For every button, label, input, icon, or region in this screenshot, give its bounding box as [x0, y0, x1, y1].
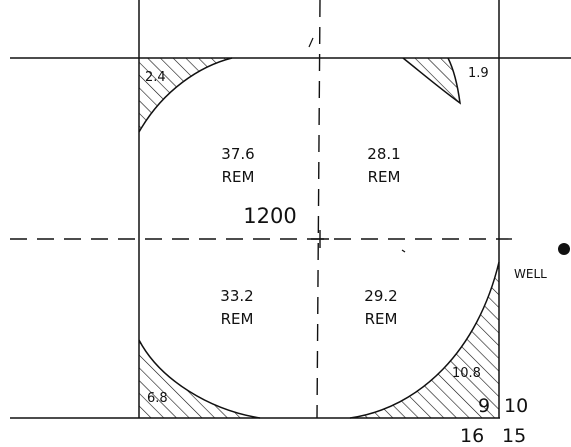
corner-value-sw: 6.8 — [147, 391, 168, 406]
corner-value-se: 10.8 — [452, 366, 481, 381]
quarter-lines — [10, 0, 512, 419]
section-lines — [10, 0, 571, 419]
center-crosshair — [311, 230, 329, 248]
quarter-ne-value: 28.1 — [367, 145, 400, 163]
section-number-15: 15 — [502, 425, 526, 447]
stray-mark-top — [308, 37, 314, 48]
section-number-16: 16 — [460, 425, 484, 447]
well-label: WELL — [514, 267, 547, 281]
quarter-sw-suffix: REM — [221, 310, 254, 328]
quarter-nw-value: 37.6 — [221, 145, 254, 163]
section-number-9: 9 — [478, 395, 490, 417]
hatched-corner-nw — [139, 58, 232, 132]
quarter-nw-suffix: REM — [222, 168, 255, 186]
hatched-corner-sw — [139, 340, 260, 418]
corner-value-ne: 1.9 — [468, 66, 489, 81]
circle-boundary — [138, 57, 500, 419]
well-marker — [558, 243, 570, 255]
stray-mark-center — [401, 249, 406, 253]
quarter-se-suffix: REM — [365, 310, 398, 328]
quarter-sw-value: 33.2 — [220, 287, 253, 305]
corner-value-nw: 2.4 — [145, 70, 166, 85]
hatched-corner-se — [350, 262, 499, 418]
center-label: 1200 — [243, 204, 296, 228]
quarter-ne-suffix: REM — [368, 168, 401, 186]
quarter-se-value: 29.2 — [364, 287, 397, 305]
section-number-10: 10 — [504, 395, 528, 417]
